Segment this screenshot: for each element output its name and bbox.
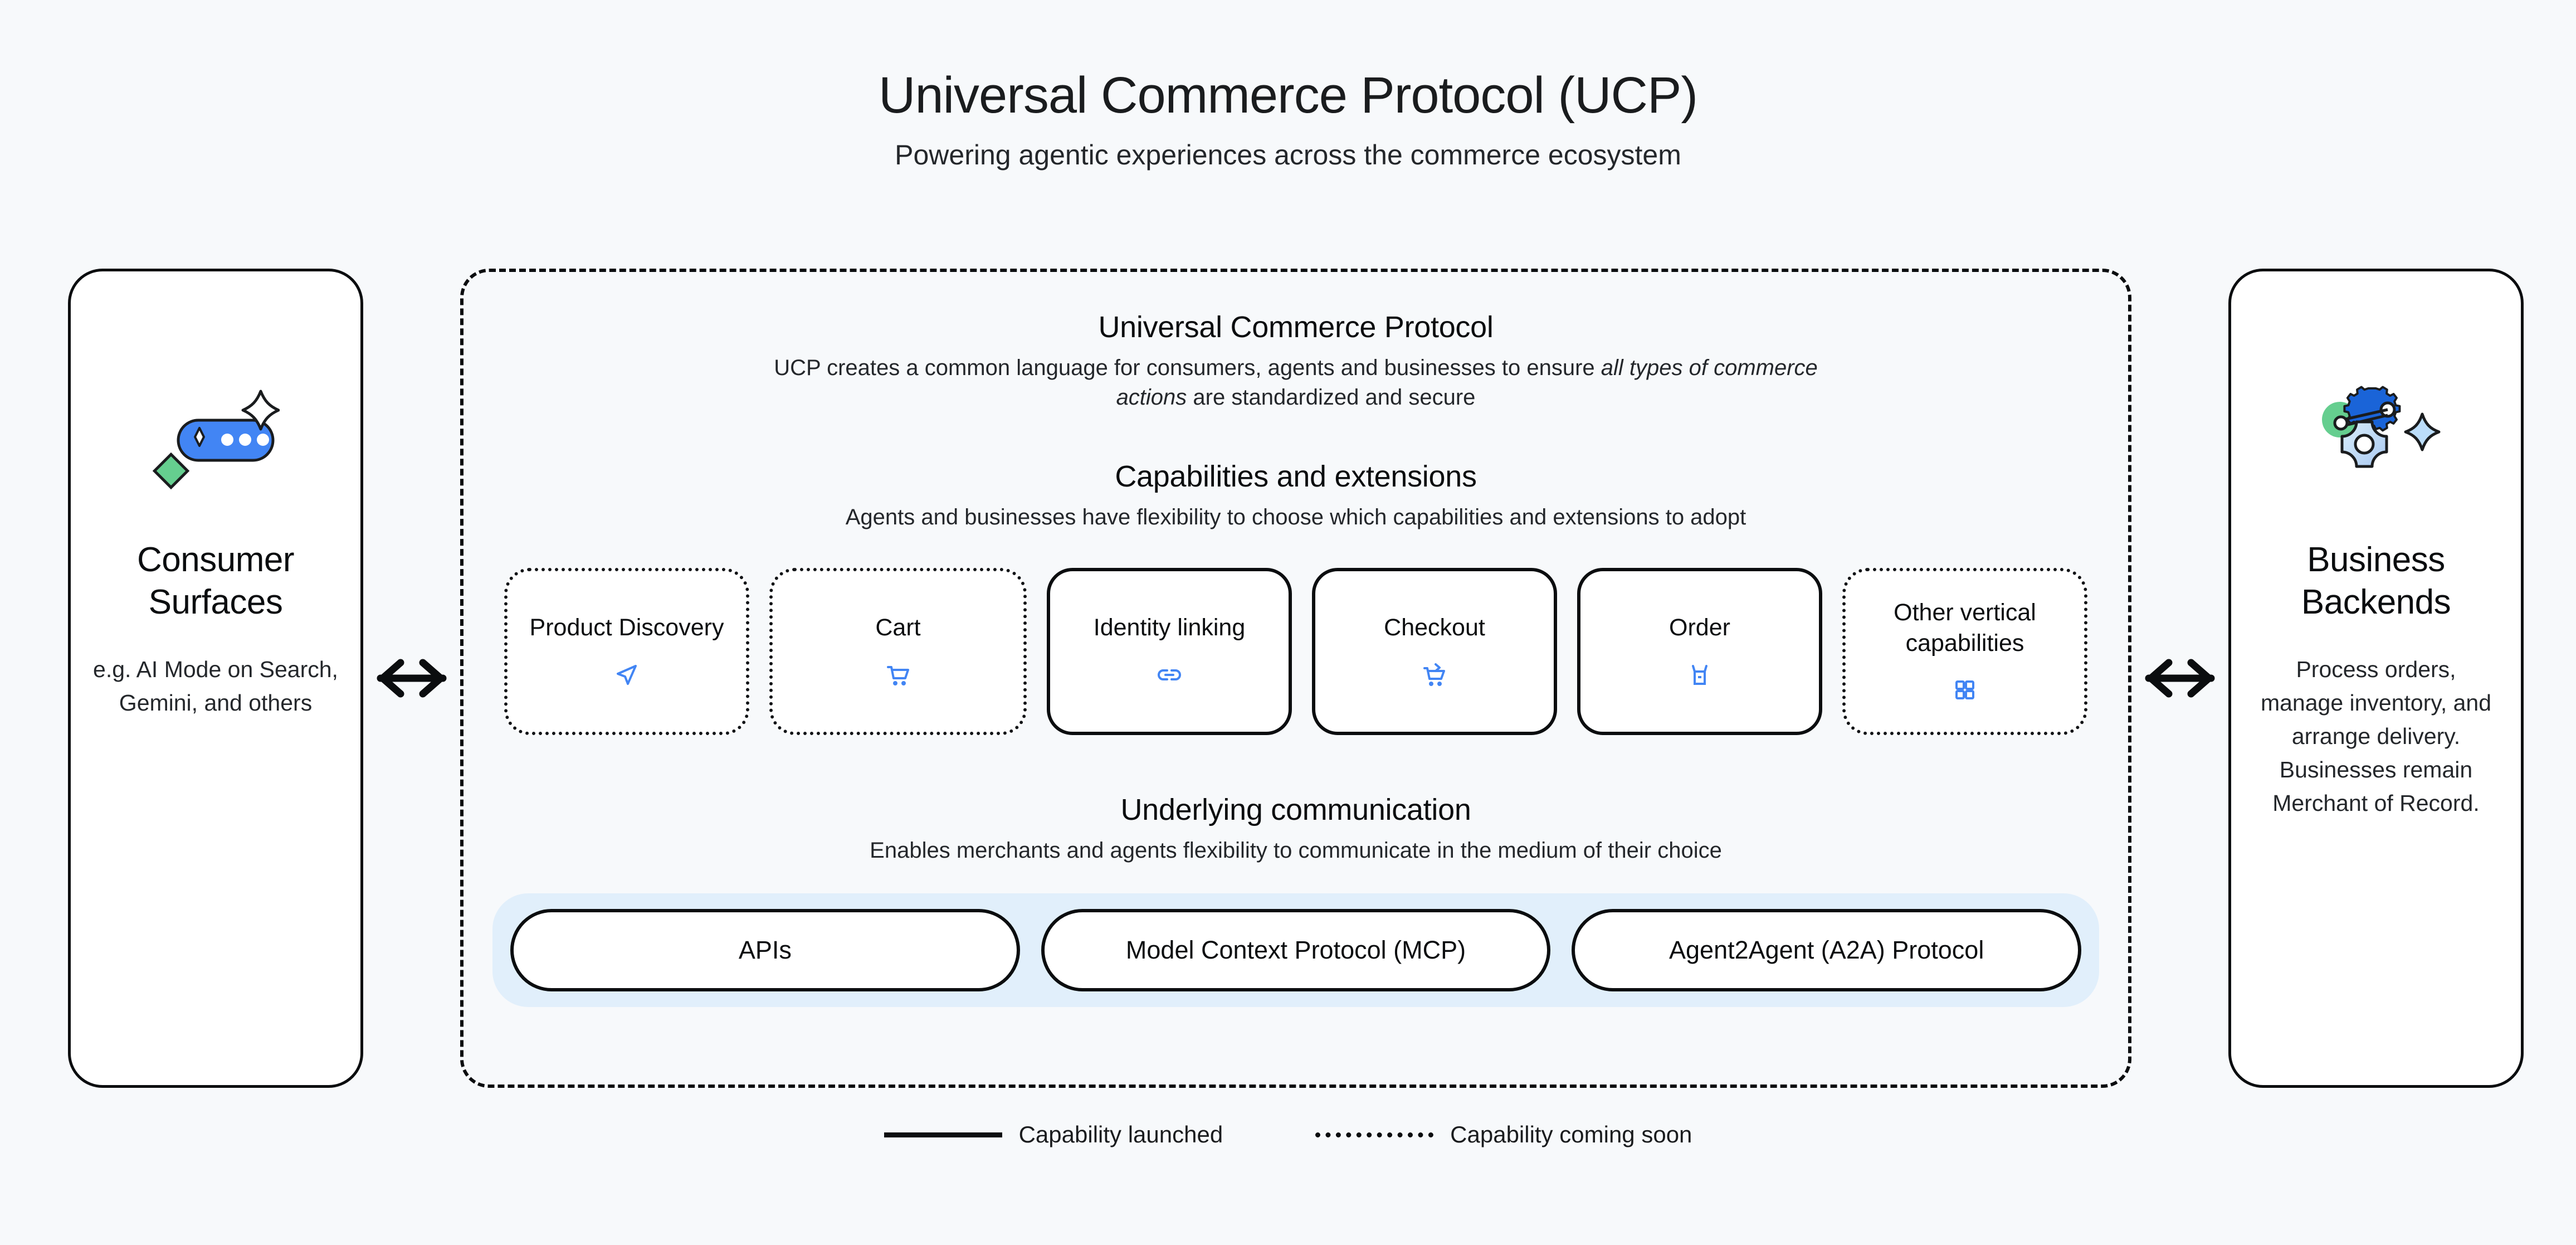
protocol-pill-apis[interactable]: APIs xyxy=(510,908,1020,991)
right-arrow-slot xyxy=(2131,269,2228,1088)
legend: Capability launched Capability coming so… xyxy=(0,1121,2576,1148)
capabilities-subtitle: Agents and businesses have flexibility t… xyxy=(845,505,1746,530)
shopping-cart-icon xyxy=(885,660,911,690)
communication-title: Underlying communication xyxy=(1120,792,1471,826)
protocol-pill-mcp[interactable]: Model Context Protocol (MCP) xyxy=(1041,908,1551,991)
capability-label: Identity linking xyxy=(1093,614,1246,641)
communication-subtitle: Enables merchants and agents flexibility… xyxy=(870,838,1722,863)
capability-chip-checkout[interactable]: Checkout xyxy=(1312,567,1557,735)
consumer-surfaces-description: e.g. AI Mode on Search, Gemini, and othe… xyxy=(93,656,338,716)
protocol-strip: APIs Model Context Protocol (MCP) Agent2… xyxy=(492,893,2099,1007)
page-subtitle: Powering agentic experiences across the … xyxy=(895,139,1681,171)
legend-label: Capability coming soon xyxy=(1450,1121,1692,1147)
capability-chip-other-vertical[interactable]: Other vertical capabilities xyxy=(1842,567,2087,735)
navigation-arrow-icon xyxy=(613,660,640,690)
capability-label: Cart xyxy=(875,614,921,641)
ucp-description-emphasis: all types of commerce actions xyxy=(1116,356,1818,410)
business-backends-title: Business Backends xyxy=(2301,541,2451,621)
ai-chat-sparkle-icon xyxy=(152,355,280,522)
capability-label: Other vertical capabilities xyxy=(1894,599,2036,656)
ucp-title: Universal Commerce Protocol xyxy=(1098,310,1494,344)
protocol-pill-a2a[interactable]: Agent2Agent (A2A) Protocol xyxy=(1572,908,2082,991)
legend-label: Capability launched xyxy=(1018,1121,1223,1147)
capability-chip-cart[interactable]: Cart xyxy=(769,567,1027,735)
link-chain-icon xyxy=(1156,660,1183,690)
consumer-surfaces-card: Consumer Surfaces e.g. AI Mode on Search… xyxy=(68,269,363,1088)
shopping-bag-icon xyxy=(1686,660,1713,690)
capability-chip-identity-linking[interactable]: Identity linking xyxy=(1047,567,1292,735)
diagram-stage: Consumer Surfaces e.g. AI Mode on Search… xyxy=(0,269,2576,1088)
legend-solid-line-icon xyxy=(884,1132,1002,1137)
capability-label: Product Discovery xyxy=(529,614,724,641)
legend-item-launched: Capability launched xyxy=(884,1121,1223,1148)
double-arrow-icon xyxy=(377,659,447,698)
capabilities-title: Capabilities and extensions xyxy=(1115,460,1477,494)
grid-four-squares-icon xyxy=(1953,675,1977,705)
capability-chip-product-discovery[interactable]: Product Discovery xyxy=(504,567,749,735)
capability-chip-order[interactable]: Order xyxy=(1577,567,1822,735)
ucp-panel: Universal Commerce Protocol UCP creates … xyxy=(460,269,2131,1088)
ucp-description: UCP creates a common language for consum… xyxy=(761,353,1831,412)
page-header: Universal Commerce Protocol (UCP) Poweri… xyxy=(0,67,2576,171)
gears-settings-icon xyxy=(2306,355,2446,522)
legend-dotted-line-icon xyxy=(1315,1132,1434,1137)
consumer-surfaces-title: Consumer Surfaces xyxy=(137,541,295,621)
capability-chips-row: Product Discovery Cart xyxy=(497,560,2095,743)
capability-label: Order xyxy=(1669,614,1730,641)
business-backends-description: Process orders, manage inventory, and ar… xyxy=(2260,656,2492,816)
double-arrow-icon xyxy=(2145,659,2215,698)
page-title: Universal Commerce Protocol (UCP) xyxy=(879,67,1698,124)
ucp-description-post: are standardized and secure xyxy=(1187,385,1476,410)
ucp-description-pre: UCP creates a common language for consum… xyxy=(774,356,1601,380)
legend-item-coming-soon: Capability coming soon xyxy=(1315,1121,1692,1148)
cart-checkout-arrow-icon xyxy=(1421,660,1448,690)
left-arrow-slot xyxy=(363,269,460,1088)
capability-label: Checkout xyxy=(1384,614,1485,641)
business-backends-card: Business Backends Process orders, manage… xyxy=(2228,269,2524,1088)
